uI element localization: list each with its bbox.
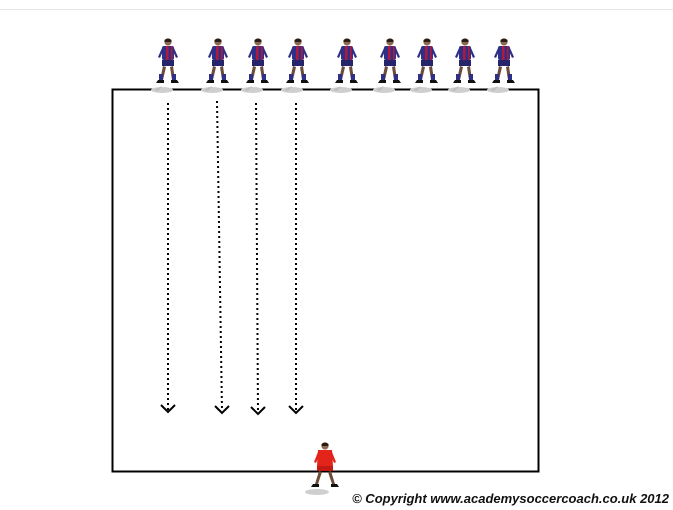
run-arrow-1 xyxy=(160,103,176,414)
attacker-5 xyxy=(330,38,358,93)
attacker-2 xyxy=(201,38,229,93)
run-arrow-3 xyxy=(250,102,266,416)
attacker-1 xyxy=(151,38,179,93)
attacker-6 xyxy=(373,38,401,93)
attacker-4 xyxy=(281,38,309,93)
copyright-text: © Copyright www.academysoccercoach.co.uk… xyxy=(352,491,669,506)
attacker-9 xyxy=(487,38,515,93)
attacker-8 xyxy=(448,38,476,93)
run-arrow-2 xyxy=(214,100,230,415)
run-arrow-4 xyxy=(288,103,304,415)
attacking-players xyxy=(151,38,515,93)
top-divider xyxy=(0,9,673,10)
pitch-boundary xyxy=(111,88,540,473)
attacker-3 xyxy=(241,38,269,93)
defender-player xyxy=(305,442,339,495)
run-arrows xyxy=(160,100,304,416)
attacker-7 xyxy=(410,38,438,93)
